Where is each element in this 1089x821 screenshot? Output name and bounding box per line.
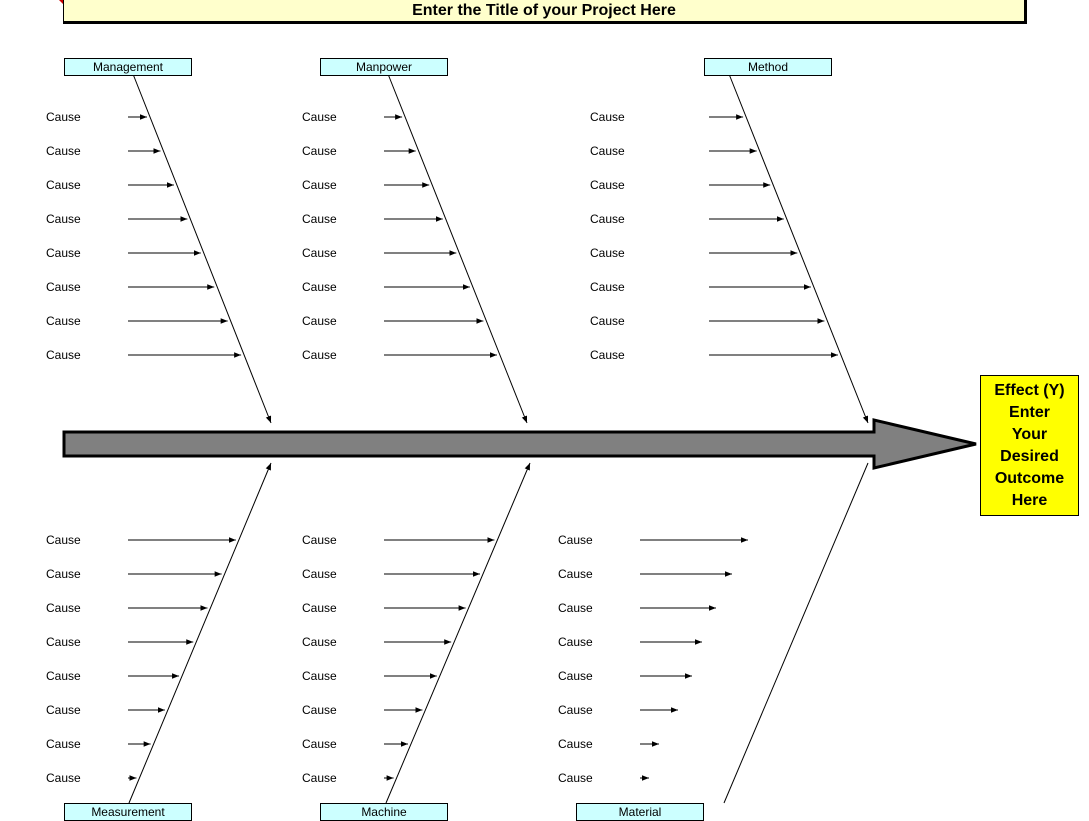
cause-label[interactable]: Cause — [558, 737, 593, 751]
cause-label[interactable]: Cause — [590, 280, 625, 294]
cause-label[interactable]: Cause — [302, 212, 337, 226]
cause-label[interactable]: Cause — [302, 601, 337, 615]
cause-label[interactable]: Cause — [302, 348, 337, 362]
effect-line: Here — [1011, 491, 1048, 509]
category-method[interactable]: Method — [704, 58, 832, 76]
cause-label[interactable]: Cause — [302, 280, 337, 294]
cause-label[interactable]: Cause — [302, 771, 337, 785]
cause-label[interactable]: Cause — [590, 246, 625, 260]
cause-label[interactable]: Cause — [46, 533, 81, 547]
cause-label[interactable]: Cause — [558, 567, 593, 581]
cause-label[interactable]: Cause — [46, 601, 81, 615]
cause-label[interactable]: Cause — [46, 635, 81, 649]
cause-label[interactable]: Cause — [590, 212, 625, 226]
spine-arrow — [62, 418, 977, 470]
cause-label[interactable]: Cause — [302, 246, 337, 260]
title-corner-marker — [59, 0, 65, 6]
cause-label[interactable]: Cause — [558, 635, 593, 649]
cause-label[interactable]: Cause — [590, 110, 625, 124]
cause-label[interactable]: Cause — [46, 314, 81, 328]
cause-label[interactable]: Cause — [46, 669, 81, 683]
category-measurement[interactable]: Measurement — [64, 803, 192, 821]
category-management[interactable]: Management — [64, 58, 192, 76]
bone-measurement — [128, 462, 272, 804]
cause-label[interactable]: Cause — [46, 212, 81, 226]
bone-method — [728, 73, 869, 424]
cause-label[interactable]: Cause — [46, 771, 81, 785]
bone-material — [723, 462, 869, 804]
cause-label[interactable]: Cause — [590, 314, 625, 328]
cause-label[interactable]: Cause — [302, 737, 337, 751]
cause-label[interactable]: Cause — [302, 314, 337, 328]
cause-label[interactable]: Cause — [302, 110, 337, 124]
cause-label[interactable]: Cause — [590, 178, 625, 192]
category-machine[interactable]: Machine — [320, 803, 448, 821]
cause-label[interactable]: Cause — [302, 635, 337, 649]
cause-label[interactable]: Cause — [302, 669, 337, 683]
cause-label[interactable]: Cause — [558, 601, 593, 615]
project-title[interactable]: Enter the Title of your Project Here — [63, 0, 1027, 24]
category-manpower[interactable]: Manpower — [320, 58, 448, 76]
effect-line: Enter — [1009, 403, 1050, 421]
effect-line: Your — [1011, 425, 1048, 443]
cause-label[interactable]: Cause — [590, 348, 625, 362]
effect-line: Effect (Y) — [994, 381, 1065, 399]
cause-label[interactable]: Cause — [46, 348, 81, 362]
cause-label[interactable]: Cause — [558, 669, 593, 683]
effect-line: Desired — [1000, 447, 1059, 465]
cause-label[interactable]: Cause — [46, 703, 81, 717]
cause-label[interactable]: Cause — [46, 246, 81, 260]
bone-management — [132, 73, 272, 424]
cause-label[interactable]: Cause — [46, 110, 81, 124]
bone-machine — [385, 462, 531, 804]
cause-label[interactable]: Cause — [558, 533, 593, 547]
cause-label[interactable]: Cause — [46, 737, 81, 751]
cause-label[interactable]: Cause — [558, 703, 593, 717]
cause-label[interactable]: Cause — [46, 178, 81, 192]
effect-box[interactable]: Effect (Y) Enter Your Desired Outcome He… — [980, 375, 1079, 516]
cause-label[interactable]: Cause — [302, 178, 337, 192]
cause-label[interactable]: Cause — [558, 771, 593, 785]
effect-line: Outcome — [994, 469, 1065, 487]
cause-label[interactable]: Cause — [302, 567, 337, 581]
cause-label[interactable]: Cause — [46, 144, 81, 158]
cause-label[interactable]: Cause — [590, 144, 625, 158]
cause-label[interactable]: Cause — [302, 533, 337, 547]
cause-label[interactable]: Cause — [302, 144, 337, 158]
cause-label[interactable]: Cause — [302, 703, 337, 717]
cause-label[interactable]: Cause — [46, 280, 81, 294]
cause-label[interactable]: Cause — [46, 567, 81, 581]
bone-manpower — [387, 73, 528, 424]
category-material[interactable]: Material — [576, 803, 704, 821]
